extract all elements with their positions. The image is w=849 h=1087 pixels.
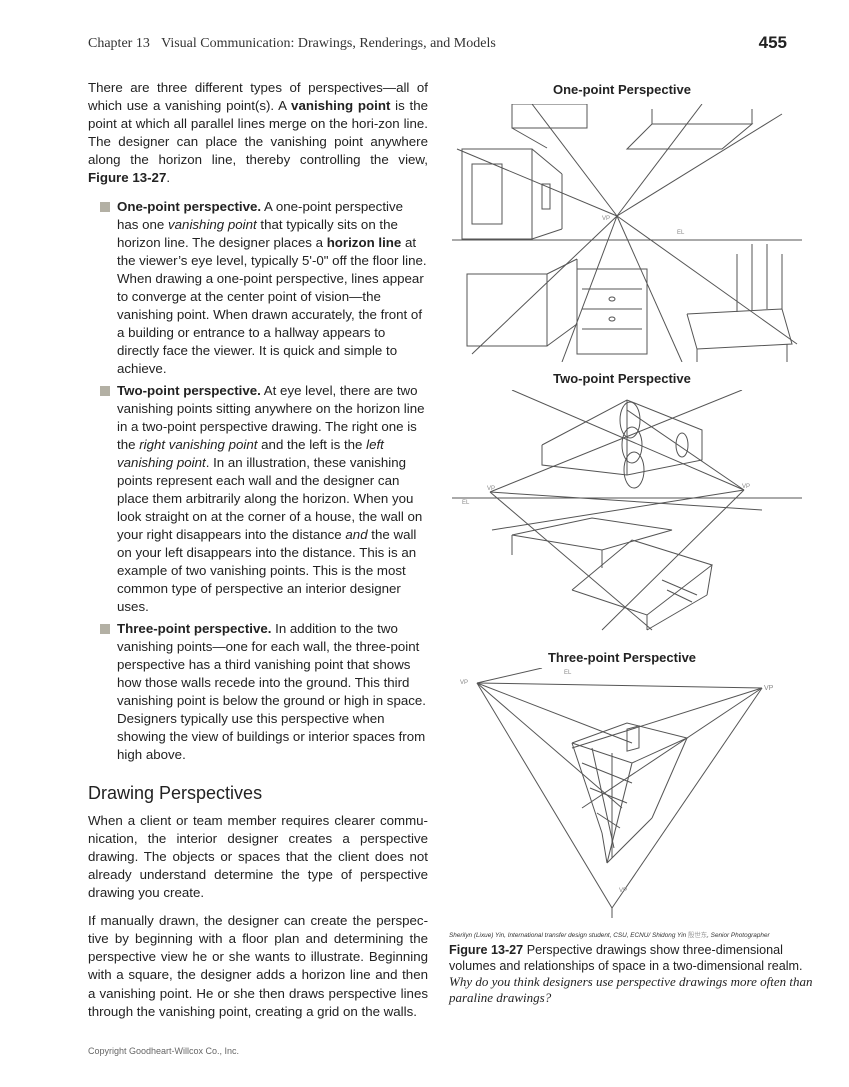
photo-credit: Sherilyn (Lixue) Yin, International tran…	[449, 932, 770, 939]
page-number: 455	[758, 33, 787, 52]
figure-label: Figure 13-27	[449, 943, 524, 957]
list-item: Two-point perspective. At eye level, the…	[88, 382, 428, 616]
el-label: EL	[462, 500, 470, 506]
section-heading: Drawing Perspectives	[88, 782, 263, 803]
bullet-square-icon	[100, 385, 110, 396]
section-paragraph: If manually drawn, the designer can crea…	[88, 913, 428, 1019]
two-point-perspective-sketch: VP VP EL	[452, 390, 802, 631]
el-label: EL	[564, 670, 572, 676]
bullet-square-icon	[100, 201, 110, 212]
chapter-title: Visual Communication: Drawings, Renderin…	[161, 36, 496, 51]
copyright-footer: Copyright Goodheart-Willcox Co., Inc.	[88, 1046, 240, 1056]
figure-caption: Figure 13-27 Perspective drawings show t…	[449, 943, 813, 1005]
figure-title-two-point: Two-point Perspective	[553, 371, 691, 386]
vp-label: VP	[764, 685, 774, 692]
term-vanishing-point: vanishing point	[291, 98, 391, 114]
list-item: Three-point perspective. In addition to …	[88, 620, 428, 764]
el-label: EL	[677, 230, 685, 236]
vp-label: VP	[487, 486, 495, 492]
vp-label: VP	[619, 888, 627, 894]
body-text-column: There are three different types of persp…	[88, 79, 428, 1031]
intro-paragraph: There are three different types of persp…	[88, 80, 428, 186]
vp-label: VP	[460, 680, 468, 686]
figure-reference: Figure 13-27	[88, 170, 167, 186]
chapter-number: Chapter 13	[88, 36, 150, 51]
perspective-types-list: One-point perspective. A one-point persp…	[88, 198, 428, 764]
section-paragraph: When a client or team member requires cl…	[88, 812, 428, 901]
figure-title-three-point: Three-point Perspective	[547, 650, 697, 665]
vp-label: VP	[602, 216, 610, 222]
figure-title-one-point: One-point Perspective	[553, 82, 691, 97]
photographer-seal: 殷世东	[687, 932, 708, 939]
one-point-perspective-sketch: VP EL	[452, 104, 802, 362]
figure-question: Why do you think designers use perspecti…	[449, 974, 813, 1005]
bullet-square-icon	[100, 623, 110, 634]
vp-label: VP	[742, 484, 750, 490]
chapter-header: Chapter 13 Visual Communication: Drawing…	[88, 36, 496, 52]
list-item: One-point perspective. A one-point persp…	[88, 198, 428, 378]
three-point-perspective-sketch: VP VP VP EL	[460, 668, 774, 918]
